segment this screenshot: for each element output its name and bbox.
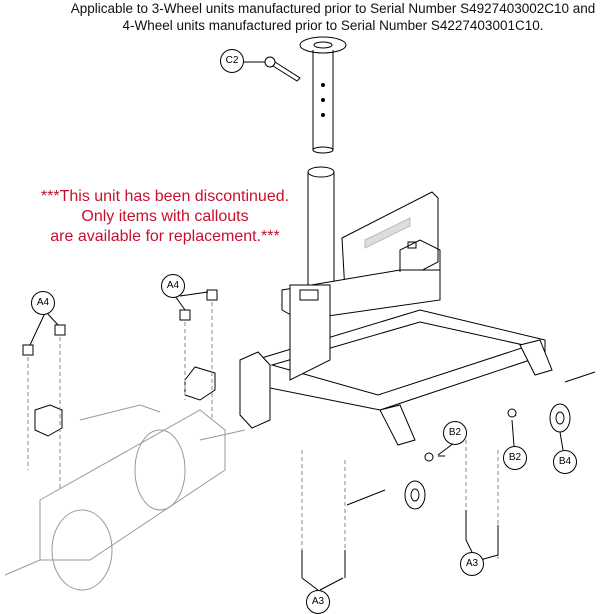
applicability-line-2: 4-Wheel units manufactured prior to Seri…	[122, 18, 544, 33]
applicability-line-1: Applicable to 3-Wheel units manufactured…	[70, 1, 596, 16]
pin	[264, 56, 301, 82]
motor-brackets	[34, 366, 216, 437]
callout-b2-rear[interactable]: B2	[503, 446, 527, 470]
callout-leaders	[29, 61, 564, 591]
seat-post-top	[299, 36, 347, 154]
caster-forks	[379, 339, 571, 510]
callout-b4[interactable]: B4	[553, 450, 577, 474]
callout-a3-right[interactable]: A3	[460, 552, 484, 576]
callout-c2[interactable]: C2	[220, 49, 244, 73]
hardware	[22, 289, 596, 578]
callout-a3-bottom[interactable]: A3	[306, 590, 330, 614]
callout-a4-center[interactable]: A4	[161, 274, 185, 298]
motor-transaxle	[4, 404, 246, 591]
callout-a4-left[interactable]: A4	[31, 291, 55, 315]
notice-line-3: are available for replacement.***	[50, 228, 280, 245]
applicability-note: Applicable to 3-Wheel units manufactured…	[60, 0, 606, 34]
notice-line-2: Only items with callouts	[81, 208, 249, 225]
callout-b2-front[interactable]: B2	[443, 421, 467, 445]
discontinued-notice: ***This unit has been discontinued. Only…	[20, 187, 310, 247]
notice-line-1: ***This unit has been discontinued.	[40, 188, 290, 205]
seat-tube	[307, 166, 335, 300]
frame	[239, 239, 546, 429]
